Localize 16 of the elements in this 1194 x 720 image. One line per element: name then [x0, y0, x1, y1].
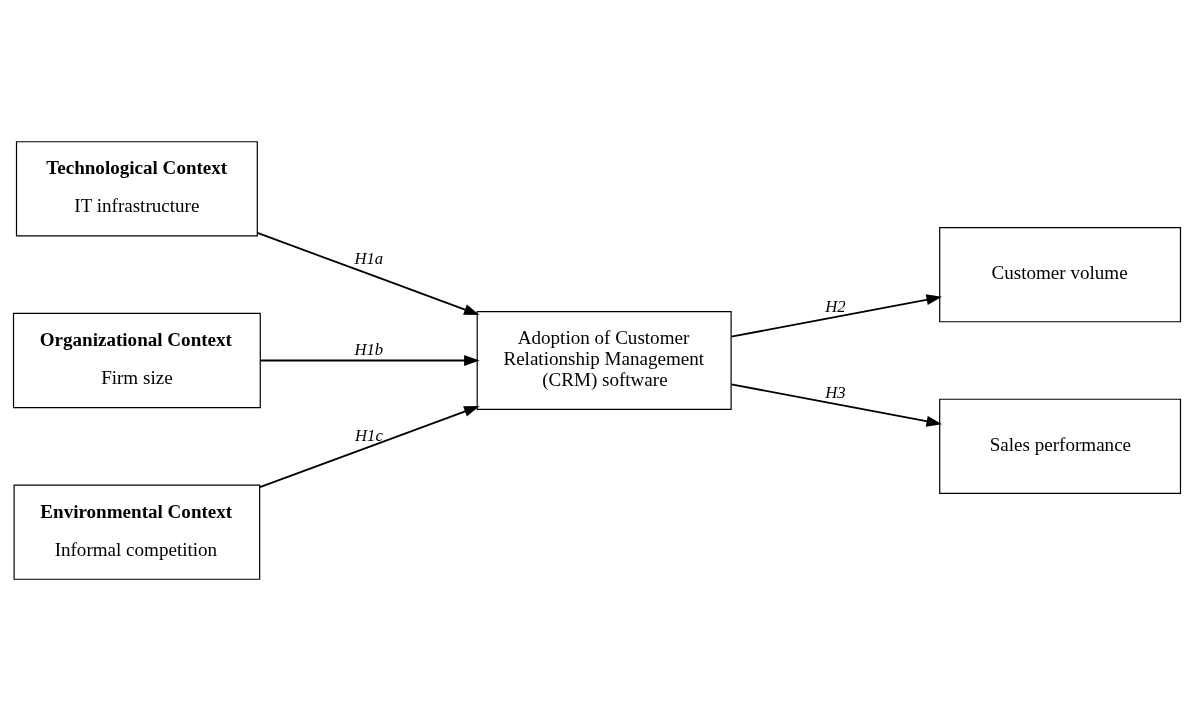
- arrow: [730, 293, 942, 338]
- arrow: [730, 382, 942, 427]
- arrow: [259, 405, 480, 488]
- arrow: [256, 231, 480, 315]
- edge-label: H1a: [354, 248, 384, 268]
- edge-label: H1b: [354, 339, 384, 359]
- node-box: Environmental Context Informal competition: [13, 483, 261, 580]
- node-box: Adoption of Customer Relationship Management (CRM) software: [476, 310, 732, 410]
- node-box: Sales performance: [939, 398, 1182, 494]
- edge-label: H2: [825, 296, 846, 316]
- node-box: Technological Context IT infrastructure: [15, 140, 258, 237]
- node-box: Customer volume: [939, 226, 1182, 322]
- arrow: [259, 354, 480, 366]
- node-box: Organizational Context Firm size: [12, 312, 261, 408]
- edge-label: H3: [825, 382, 846, 402]
- edge-label: H1c: [355, 425, 383, 445]
